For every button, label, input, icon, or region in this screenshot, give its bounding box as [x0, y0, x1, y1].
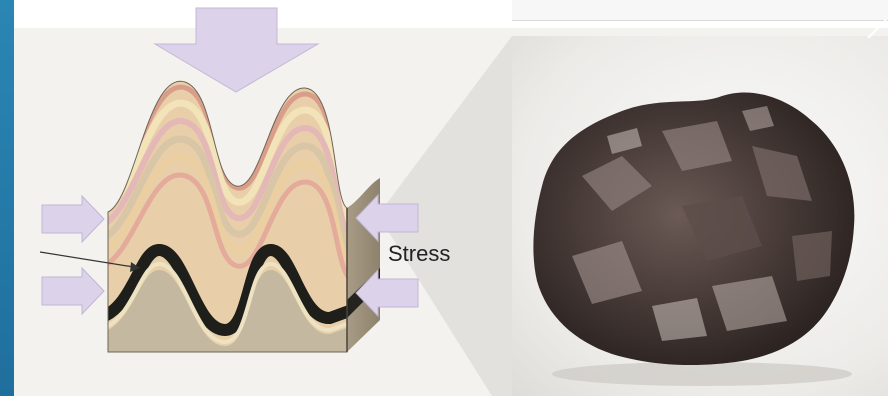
block-front-face: [100, 51, 352, 360]
right-arrow-icon: [42, 268, 104, 314]
anthracite-lump: [512, 36, 888, 396]
down-arrow-icon: [155, 8, 318, 92]
coal-photo: [512, 36, 888, 396]
right-arrow-icon: [42, 196, 104, 242]
chevron-icon: [866, 18, 888, 40]
stress-label: Stress: [388, 241, 450, 267]
